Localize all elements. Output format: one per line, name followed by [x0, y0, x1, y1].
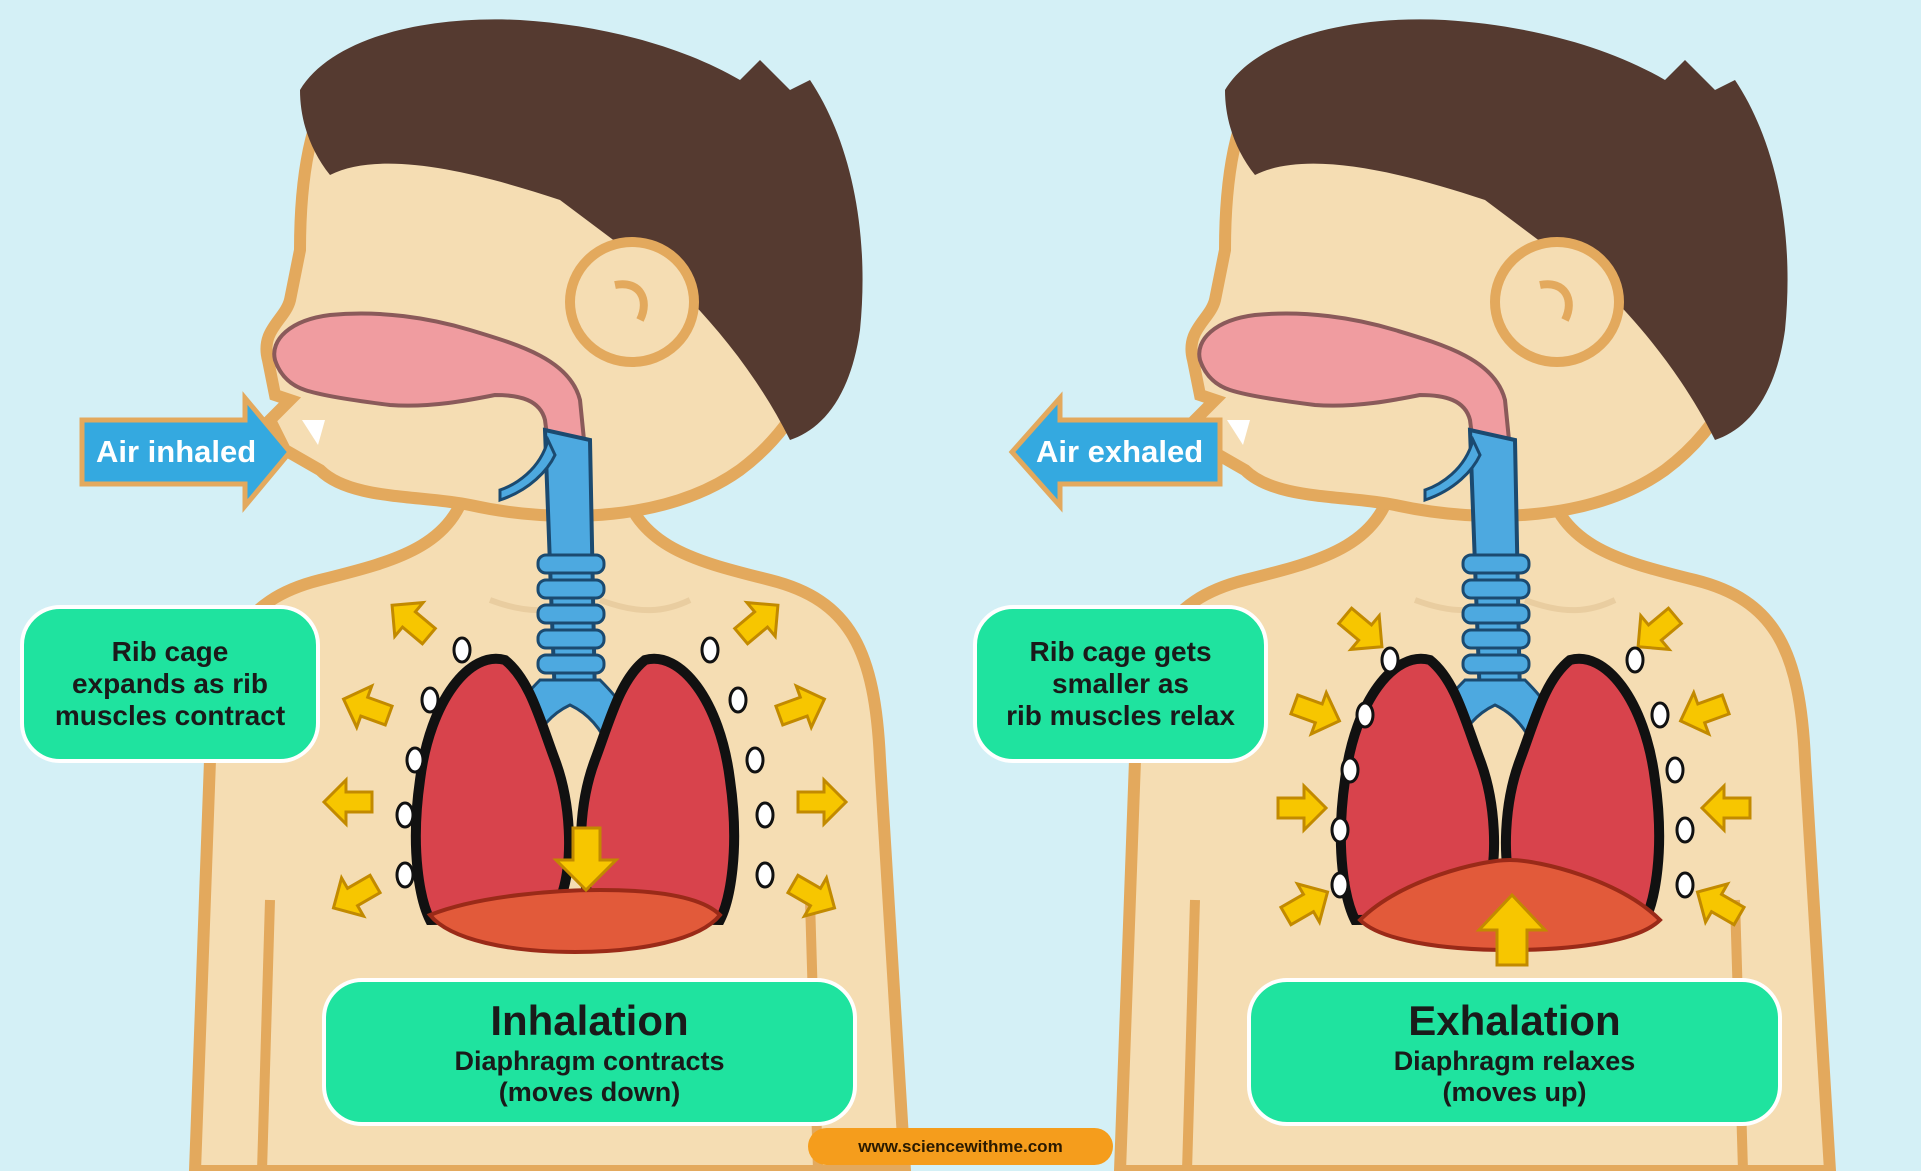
- exhalation-desc-line1: Diaphragm relaxes: [1394, 1046, 1636, 1077]
- inhalation-desc-line1: Diaphragm contracts: [454, 1046, 724, 1077]
- source-url-badge[interactable]: www.sciencewithme.com: [808, 1128, 1113, 1165]
- inhalation-caption-box: Inhalation Diaphragm contracts (moves do…: [322, 978, 857, 1126]
- rib-cage-expands-box: Rib cage expands as rib muscles contract: [20, 605, 320, 763]
- exhalation-title: Exhalation: [1408, 996, 1620, 1046]
- exhalation-desc-line2: (moves up): [1442, 1077, 1586, 1108]
- air-inhaled-label: Air inhaled: [96, 434, 256, 470]
- rib-cage-expands-text: Rib cage expands as rib muscles contract: [55, 636, 285, 732]
- source-url-text: www.sciencewithme.com: [858, 1137, 1062, 1157]
- rib-cage-smaller-box: Rib cage gets smaller as rib muscles rel…: [973, 605, 1268, 763]
- inhalation-desc-line2: (moves down): [499, 1077, 681, 1108]
- rib-cage-smaller-text: Rib cage gets smaller as rib muscles rel…: [1006, 636, 1235, 732]
- inhalation-title: Inhalation: [490, 996, 688, 1046]
- air-exhaled-label: Air exhaled: [1036, 434, 1203, 470]
- exhalation-caption-box: Exhalation Diaphragm relaxes (moves up): [1247, 978, 1782, 1126]
